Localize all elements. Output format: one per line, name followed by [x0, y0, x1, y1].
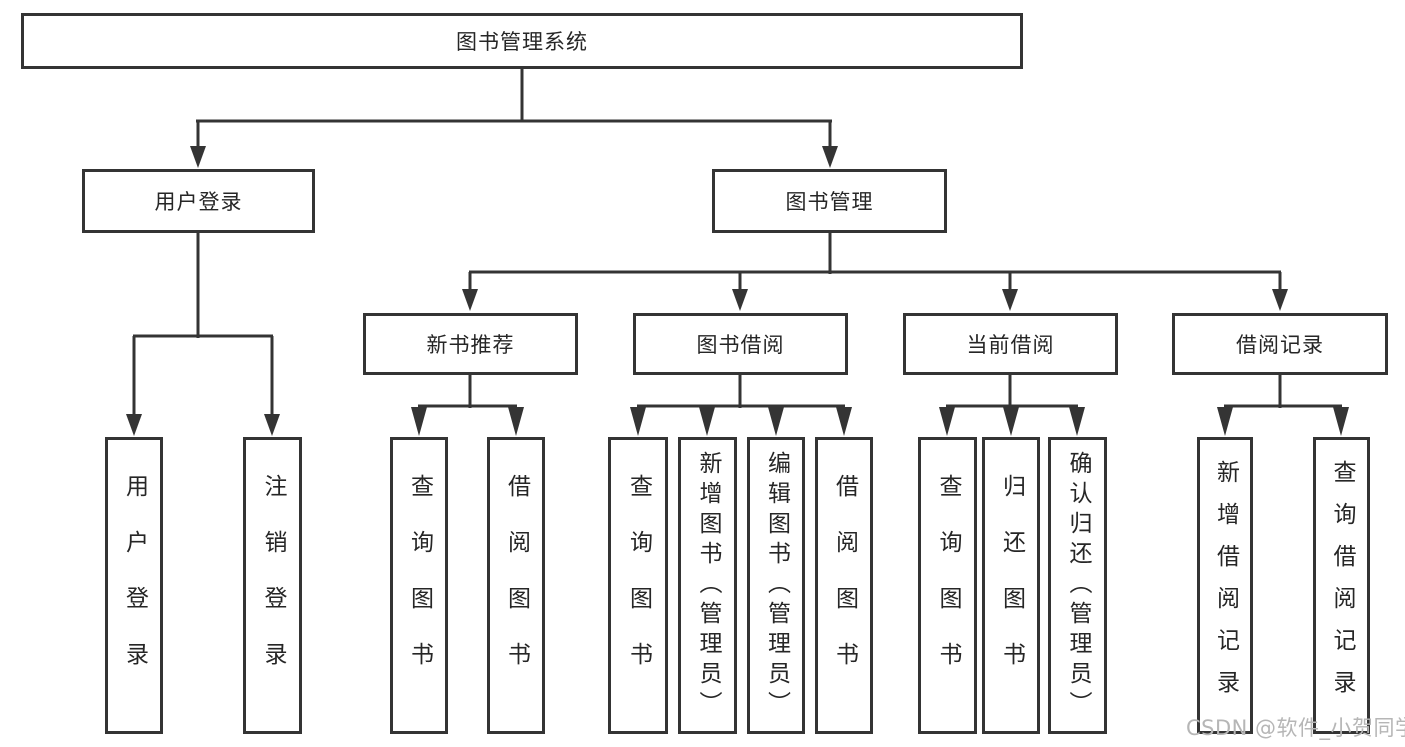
node-new-book-recommend-label: 新书推荐	[426, 333, 515, 357]
arrowhead-icon	[190, 146, 206, 168]
node-current-borrow-label: 当前借阅	[966, 333, 1055, 357]
leaf-return-book: 归还图书	[982, 437, 1040, 734]
arrowhead-icon	[1002, 289, 1018, 311]
leaf-logout: 注销登录	[243, 437, 302, 734]
node-book-management: 图书管理	[712, 169, 947, 233]
leaf-query-book-current-label: 查询图书	[935, 473, 961, 698]
arrowhead-icon	[508, 407, 524, 436]
arrowhead-icon	[822, 146, 838, 168]
arrowhead-icon	[1003, 407, 1019, 436]
leaf-add-book-admin-label: 新增图书（管理员）	[695, 450, 721, 721]
node-current-borrow: 当前借阅	[903, 313, 1118, 375]
node-book-borrow: 图书借阅	[633, 313, 848, 375]
leaf-add-borrow-record-label: 新增借阅记录	[1212, 459, 1239, 712]
arrowhead-icon	[411, 407, 427, 436]
node-root: 图书管理系统	[21, 13, 1023, 69]
arrowhead-icon	[126, 414, 142, 436]
arrowhead-icon	[1272, 289, 1288, 311]
leaf-borrow-book-recommend-label: 借阅图书	[503, 473, 530, 698]
leaf-confirm-return-admin-label: 确认归还（管理员）	[1065, 450, 1091, 721]
node-book-borrow-label: 图书借阅	[696, 333, 785, 357]
leaf-logout-label: 注销登录	[260, 473, 286, 698]
leaf-add-borrow-record: 新增借阅记录	[1197, 437, 1253, 734]
arrowhead-icon	[1217, 407, 1233, 436]
arrowhead-icon	[1069, 407, 1085, 436]
leaf-query-book-recommend-label: 查询图书	[406, 473, 433, 698]
node-book-management-label: 图书管理	[785, 190, 874, 214]
arrowhead-icon	[939, 407, 955, 436]
arrowhead-icon	[699, 407, 715, 436]
leaf-confirm-return-admin: 确认归还（管理员）	[1048, 437, 1107, 734]
leaf-query-book-recommend: 查询图书	[390, 437, 448, 734]
leaf-query-borrow-record: 查询借阅记录	[1313, 437, 1370, 734]
leaf-borrow-book-recommend: 借阅图书	[487, 437, 545, 734]
leaf-query-book-current: 查询图书	[918, 437, 977, 734]
node-borrow-record: 借阅记录	[1172, 313, 1388, 375]
leaf-borrow-book-label: 借阅图书	[831, 473, 858, 698]
node-new-book-recommend: 新书推荐	[363, 313, 578, 375]
leaf-query-borrow-record-label: 查询借阅记录	[1329, 459, 1355, 712]
leaf-return-book-label: 归还图书	[998, 473, 1025, 698]
arrowhead-icon	[732, 289, 748, 311]
leaf-edit-book-admin-label: 编辑图书（管理员）	[763, 450, 790, 721]
node-borrow-record-label: 借阅记录	[1236, 333, 1324, 357]
leaf-query-book-borrow: 查询图书	[608, 437, 668, 734]
leaf-add-book-admin: 新增图书（管理员）	[678, 437, 737, 734]
arrowhead-icon	[630, 407, 646, 436]
arrowhead-icon	[264, 414, 280, 436]
leaf-query-book-borrow-label: 查询图书	[625, 473, 652, 698]
node-user-login: 用户登录	[82, 169, 315, 233]
leaf-borrow-book: 借阅图书	[815, 437, 873, 734]
arrowhead-icon	[462, 289, 478, 311]
arrowhead-icon	[1333, 407, 1349, 436]
arrowhead-icon	[836, 407, 852, 436]
arrowhead-icon	[768, 407, 784, 436]
node-root-label: 图书管理系统	[456, 30, 588, 54]
leaf-user-login: 用户登录	[105, 437, 163, 734]
leaf-edit-book-admin: 编辑图书（管理员）	[747, 437, 805, 734]
leaf-user-login-label: 用户登录	[121, 473, 148, 698]
node-user-login-label: 用户登录	[154, 190, 243, 214]
csdn-watermark: CSDN @软件_小贺同学	[1186, 716, 1405, 740]
